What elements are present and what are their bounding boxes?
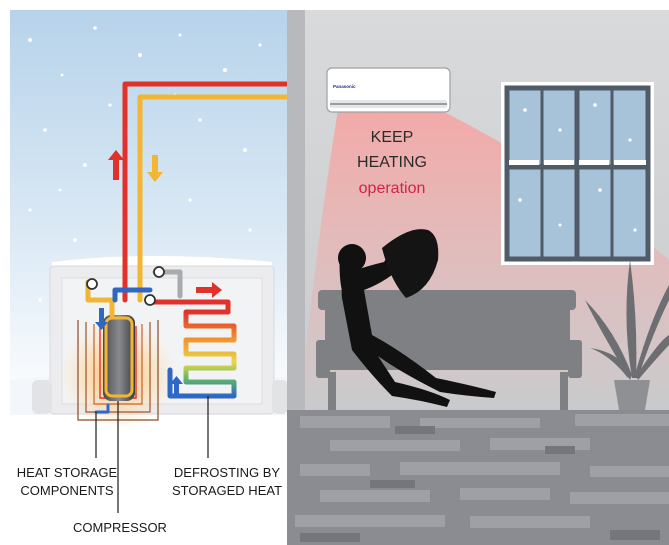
defrost-coil [186,312,234,396]
label-heat-storage: HEAT STORAGE [17,465,118,480]
caption-keep: KEEP [371,129,414,146]
label-heat-storage-2: COMPONENTS [20,483,114,498]
indoor-ac-unit: Panasonic [327,68,450,112]
brand-badge: Panasonic [333,84,356,89]
compressor [103,315,135,401]
window [501,82,654,265]
outdoor-labels: HEAT STORAGE COMPONENTS DEFROSTING BY ST… [17,465,282,535]
stone-floor [287,410,669,545]
label-defrosting-2: STORAGED HEAT [172,483,282,498]
label-compressor: COMPRESSOR [73,520,167,535]
caption-heating: HEATING [357,154,427,171]
label-defrosting: DEFROSTING BY [174,465,281,480]
indoor-scene: Panasonic [287,10,669,545]
caption-operation: operation [359,180,426,197]
